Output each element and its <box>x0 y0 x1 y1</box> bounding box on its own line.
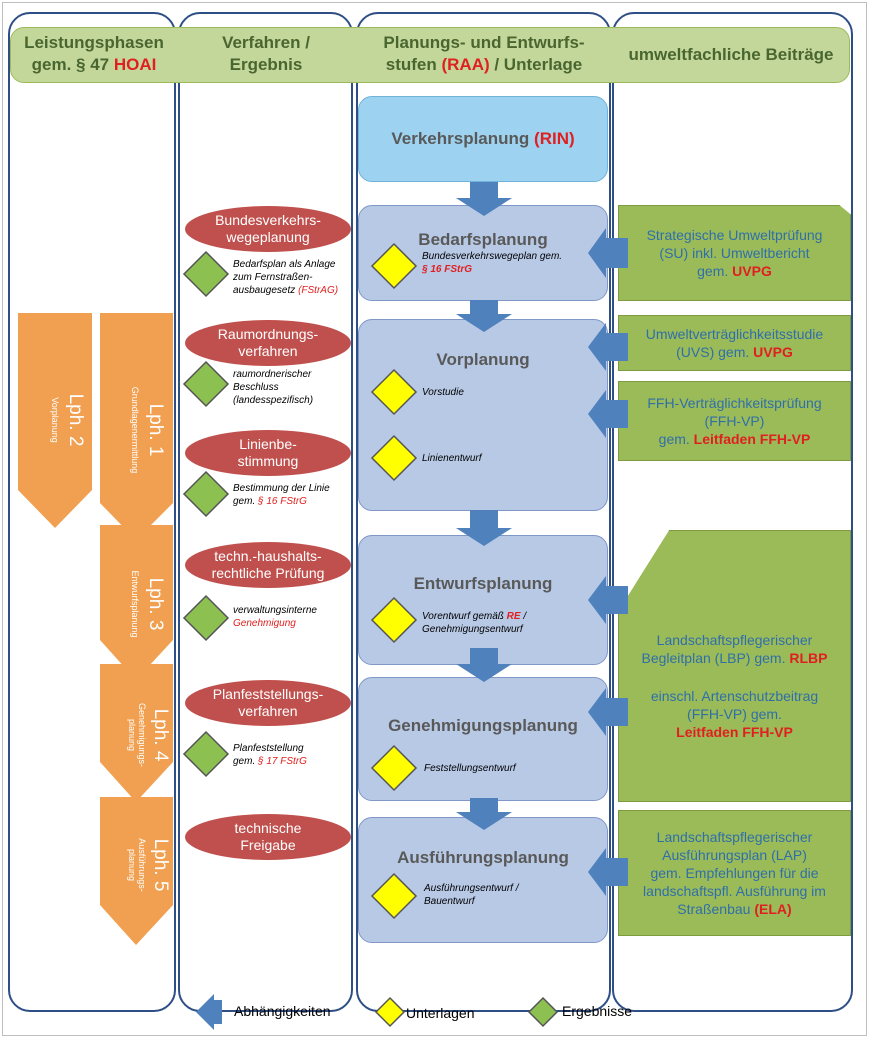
arrow-left-lbp2 <box>588 688 628 736</box>
procedure-planfeststellungsverfahren: Planfeststellungs-verfahren <box>185 680 351 726</box>
procedure-techn-pruefung: techn.-haushalts-rechtliche Prüfung <box>185 542 351 588</box>
result-diamond-5 <box>182 730 230 778</box>
result-diamond-1 <box>182 250 230 298</box>
lph3-arrow <box>100 525 173 680</box>
result-bedarfsplan: Bedarfsplan als Anlage zum Fernstraßen- … <box>233 259 339 296</box>
arrow-left-lbp1 <box>588 576 628 624</box>
result-verwaltungsinterne-genehmigung: verwaltungsinterne Genehmigung <box>233 605 317 629</box>
header-band <box>10 27 850 83</box>
doc-vorstudie: Vorstudie <box>422 387 464 398</box>
legend-dependencies: Abhängigkeiten <box>234 1003 331 1019</box>
stage-verkehrsplanung: Verkehrsplanung (RIN) <box>358 96 608 182</box>
doc-feststellungsentwurf: Feststellungsentwurf <box>424 763 516 774</box>
legend-arrow-icon <box>196 994 222 1030</box>
column-umwelt <box>612 12 853 1012</box>
doc-diamond-feststellung <box>370 744 418 792</box>
arrow-down-4 <box>456 648 512 682</box>
legend-document-icon <box>374 996 406 1028</box>
procedure-bundesverkehrswegeplanung: Bundesverkehrs-wegeplanung <box>185 206 351 252</box>
stage-entwurfsplanung: Entwurfsplanung <box>358 535 608 665</box>
procedure-linienbestimmung: Linienbe-stimmung <box>185 430 351 476</box>
arrow-left-su <box>588 228 628 278</box>
env-lbp: Landschaftspflegerischer Begleitplan (LB… <box>618 530 851 802</box>
doc-vorentwurf: Vorentwurf gemäß RE / Genehmigungsentwur… <box>422 611 527 635</box>
stage-vorplanung: Vorplanung <box>358 319 608 511</box>
arrow-down-5 <box>456 798 512 830</box>
arrow-left-lap <box>588 848 628 896</box>
column-planungsstufen <box>356 12 611 1012</box>
doc-diamond-linienentwurf <box>370 434 418 482</box>
column-leistungsphasen <box>8 12 176 1012</box>
lph1-arrow <box>100 313 173 540</box>
doc-diamond-vorstudie <box>370 368 418 416</box>
header-leistungsphasen: Leistungsphasen gem. § 47 HOAI <box>24 33 164 74</box>
doc-diamond-ausfuehrung <box>370 872 418 920</box>
doc-diamond-bedarf <box>370 242 418 290</box>
result-diamond-3 <box>182 470 230 518</box>
result-bestimmung-linie: Bestimmung der Linie gem. § 16 FStrG <box>233 483 330 507</box>
lph4-arrow <box>100 664 173 802</box>
arrow-down-3 <box>456 510 512 546</box>
env-lap: Landschaftspflegerischer Ausführungsplan… <box>618 810 851 936</box>
result-diamond-2 <box>182 360 230 408</box>
env-ffh-vp: FFH-Verträglichkeitsprüfung (FFH-VP) gem… <box>618 381 851 461</box>
header-umwelt: umweltfachliche Beiträge <box>628 45 834 64</box>
column-verfahren <box>178 12 353 1012</box>
header-planungsstufen: Planungs- und Entwurfs- stufen (RAA) / U… <box>383 33 585 74</box>
lph5-arrow <box>100 797 173 945</box>
lph2-arrow <box>18 313 92 528</box>
env-strategische-umweltpruefung: Strategische Umweltprüfung (SU) inkl. Um… <box>618 205 851 301</box>
result-diamond-4 <box>182 594 230 642</box>
arrow-down-1 <box>456 182 512 216</box>
arrow-down-2 <box>456 300 512 332</box>
procedure-raumordnungsverfahren: Raumordnungs-verfahren <box>185 320 351 366</box>
arrow-left-ffh <box>588 390 628 438</box>
env-uvs: Umweltverträglichkeitsstudie (UVS) gem. … <box>618 315 851 371</box>
legend-result-icon <box>527 996 559 1028</box>
header-verfahren: Verfahren / Ergebnis <box>222 33 310 74</box>
doc-diamond-vorentwurf <box>370 596 418 644</box>
arrow-left-uvs <box>588 323 628 371</box>
legend-documents: Unterlagen <box>406 1005 475 1021</box>
doc-bundesverkehrswegeplan: Bundesverkehrswegeplan gem. § 16 FStrG <box>422 251 563 275</box>
result-raumordnerischer-beschluss: raumordnerischer Beschluss (landesspezif… <box>233 369 314 406</box>
legend-results: Ergebnisse <box>562 1003 633 1019</box>
doc-ausfuehrungsentwurf: Ausführungsentwurf / Bauentwurf <box>424 883 519 907</box>
doc-linienentwurf: Linienentwurf <box>422 453 482 464</box>
result-planfeststellung: Planfeststellung gem. § 17 FStrG <box>233 743 307 767</box>
